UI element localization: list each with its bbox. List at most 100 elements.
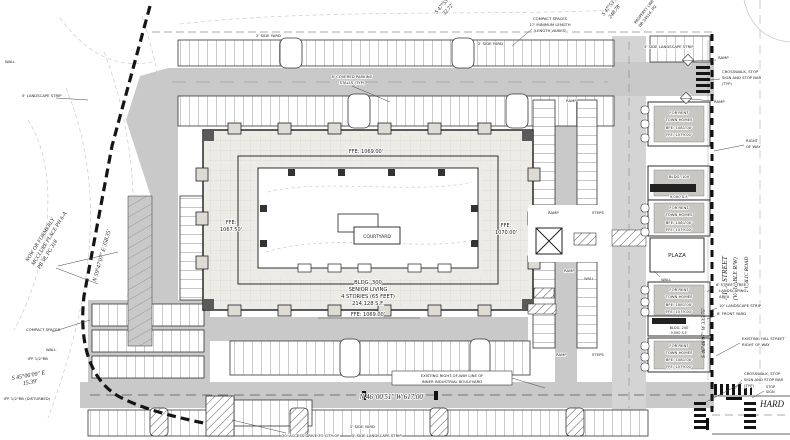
- ffe-label: FFE: 1079.00': [666, 227, 692, 232]
- side-yard-label: 2' SIDE YARD: [350, 424, 375, 429]
- steps-label: STEPS: [592, 210, 604, 215]
- ipf-disturbed-label: IPF 1/2"RB (DISTURBED): [4, 396, 51, 401]
- crosswalk-callout-3: (TYP): [744, 383, 754, 388]
- landscape-strip-label: 5' SIDE LANDSCAPE STRIP: [352, 433, 402, 438]
- ramp-label: RAMP: [714, 99, 725, 104]
- townhome-block-1: FOR RENT TOWN HOMES BFE: 1081.00' FFE: 1…: [640, 101, 711, 147]
- ffe-left-label-2: 1067.50': [220, 227, 242, 233]
- for-rent-label: FOR RENT: [669, 110, 689, 115]
- building-name: BLDG. 300: [354, 280, 382, 286]
- crosswalk-callout-2: SIGN AND STOP BAR: [744, 377, 784, 382]
- plaza: PLAZA WALL: [649, 237, 705, 283]
- ramp-label: RAMP: [556, 352, 567, 357]
- townhome-block-2: FOR RENT TOWN HOMES BFE: 1081.00' FFE: 1…: [640, 199, 711, 237]
- crosswalk-zebra: [696, 66, 710, 96]
- crosswalk-callout-2: SIGN AND STOP BAR: [722, 75, 762, 80]
- townhome-block-4: FOR RENT TOWN HOMES BFE: 1081.00' FFE: 1…: [640, 337, 711, 373]
- courtyard-label: COURTYARD: [363, 234, 391, 240]
- bldg-100-name: BLDG. 100: [669, 174, 690, 179]
- property-boundary: [81, 5, 712, 426]
- townhome-block-3: FOR RENT TOWN HOMES BFE: 1081.00' FFE: 1…: [640, 281, 711, 319]
- south-road-annotation: N 46°00'51" W 617.00': [358, 391, 438, 402]
- bldg-200: BLDG. 200 9,000 S.F.: [647, 315, 711, 337]
- corner-cores: [204, 131, 532, 309]
- landscape-10-label: 10' LANDSCAPE STRIP: [719, 303, 762, 308]
- side-yard-label: 2' SIDE YARD: [478, 41, 503, 46]
- street-tree-label-1: 6' STREET TREE /: [716, 282, 749, 287]
- plaza-label: PLAZA: [668, 253, 686, 259]
- ffe-label: FFE: 1079.00': [666, 132, 692, 137]
- ffe-right-label-2: 1070.00': [495, 230, 517, 236]
- row-line-label-1: EXISTING RIGHT-OF-WAY LINE OF: [421, 373, 484, 378]
- street-crossing-hatch: [611, 229, 647, 247]
- crosswalks: [679, 53, 756, 432]
- bearing-west: N 59°47'07" E 358.35': [91, 228, 113, 284]
- stair-towers: [195, 122, 541, 317]
- covered-parking-label-2: STALLS (TYP): [340, 80, 365, 85]
- street-tree-label-2: LANDSCAPING: [719, 288, 746, 293]
- bfe-label: BFE: 1081.00': [666, 125, 692, 130]
- hill-street-rw-label: (VARIABLE R/W): [732, 257, 739, 300]
- town-homes-label: TOWN HOMES: [664, 350, 693, 355]
- for-rent-label: FOR RENT: [669, 205, 689, 210]
- bldg-200-area: 9,000 S.F.: [670, 331, 687, 335]
- crosswalk-callout-1: CROSSWALK, STOP: [744, 371, 781, 376]
- stop-sign-label-1: STOP: [766, 385, 775, 389]
- compact-spaces-sw-label: COMPACT SPACES: [26, 327, 61, 332]
- covered-parking-label-1: 8' COVERED PARKING: [331, 74, 372, 79]
- wall-label: WALL: [5, 59, 16, 64]
- bearing-east: S 46°48'07" W 335.75': [700, 307, 707, 358]
- public-road-label: PUBLIC ROAD: [744, 257, 750, 293]
- town-homes-label: TOWN HOMES: [664, 117, 693, 122]
- road-centerlines: [90, 42, 705, 408]
- bldg-100-area: 9,000 S.F.: [670, 194, 688, 199]
- compact-spaces-label-2: 17' MINIMUM LENGTH: [529, 22, 570, 27]
- street-tree-label-3: AREA: [719, 294, 730, 299]
- side-yard-label: 2' SIDE YARD: [256, 33, 281, 38]
- landscape-strip-label: 5' SIDE LANDSCAPE STRIP: [644, 44, 694, 49]
- ramp-pad: [679, 91, 693, 105]
- steps-label: STEPS: [592, 352, 604, 357]
- ramp-pad: [681, 53, 695, 67]
- crosswalk-zebra: [714, 384, 752, 395]
- east-crossing: RAMP STEPS RAMP WALL RAMP RAMP STEPS: [527, 97, 647, 358]
- crosswalk-callout-1: CROSSWALK, STOP: [722, 69, 759, 74]
- crosswalk-zebra: [744, 400, 756, 432]
- hill-street-label: HILL STREET: [720, 255, 729, 301]
- right-of-way-label-1: RIGHT: [746, 138, 759, 143]
- compact-spaces-label-1: COMPACT SPACES: [533, 16, 568, 21]
- ffe-left-label-1: FFE:: [226, 220, 237, 226]
- bfe-label: BFE: 1081.00': [666, 302, 692, 307]
- for-rent-label: FOR RENT: [669, 287, 689, 292]
- building-300: COURTYARD FFE: 1069.00' FFE: 1067.50' FF…: [195, 122, 541, 319]
- callout-labels: COMPACT SPACES 17' MINIMUM LENGTH (LENGT…: [231, 15, 786, 439]
- front-yard-label: 8' FRONT YARD: [717, 311, 746, 316]
- ramp-label: RAMP: [564, 268, 575, 273]
- bldg-200-name: BLDG. 200: [670, 326, 689, 330]
- landscape-strip-left-label: 5' LANDSCAPE STRIP: [22, 93, 62, 98]
- parking-islands: [149, 37, 585, 437]
- existing-hill-row-label-1: EXISTING HILL STREET: [742, 336, 786, 341]
- ffe-top-label: FFE: 1069.00': [349, 149, 383, 155]
- wall-label: WALL: [46, 347, 57, 352]
- bearing-sw-2: 15.39': [22, 379, 38, 388]
- crosswalk-zebra: [694, 400, 706, 432]
- wall-label: WALL: [661, 277, 672, 282]
- ramp-label: RAMP: [548, 210, 559, 215]
- stop-bar: [706, 418, 709, 430]
- existing-hill-row-label-2: RIGHT OF WAY: [742, 342, 770, 347]
- courtyard-tabs: [297, 263, 452, 273]
- access-drive-label: 20' ACCESS DRIVE TO CITY OF: [282, 433, 340, 438]
- hill-street-name: HILL STREET (VARIABLE R/W): [720, 255, 739, 301]
- crosswalk-callout-3: (TYP): [722, 81, 732, 86]
- building-use: SENIOR LIVING: [349, 287, 388, 293]
- compact-spaces-label-3: (LENGTH VARIES): [533, 28, 567, 33]
- row-line-label-2: INNER INDUSTRIAL BOULEVARD: [422, 379, 483, 384]
- wall-label: WALL: [584, 276, 595, 281]
- building-area: 214,128 S.F.: [352, 301, 384, 307]
- townhome-column: FOR RENT TOWN HOMES BFE: 1081.00' FFE: 1…: [640, 101, 711, 373]
- town-homes-label: TOWN HOMES: [664, 212, 693, 217]
- ipf-label: IPF 1/2"RB: [28, 356, 48, 361]
